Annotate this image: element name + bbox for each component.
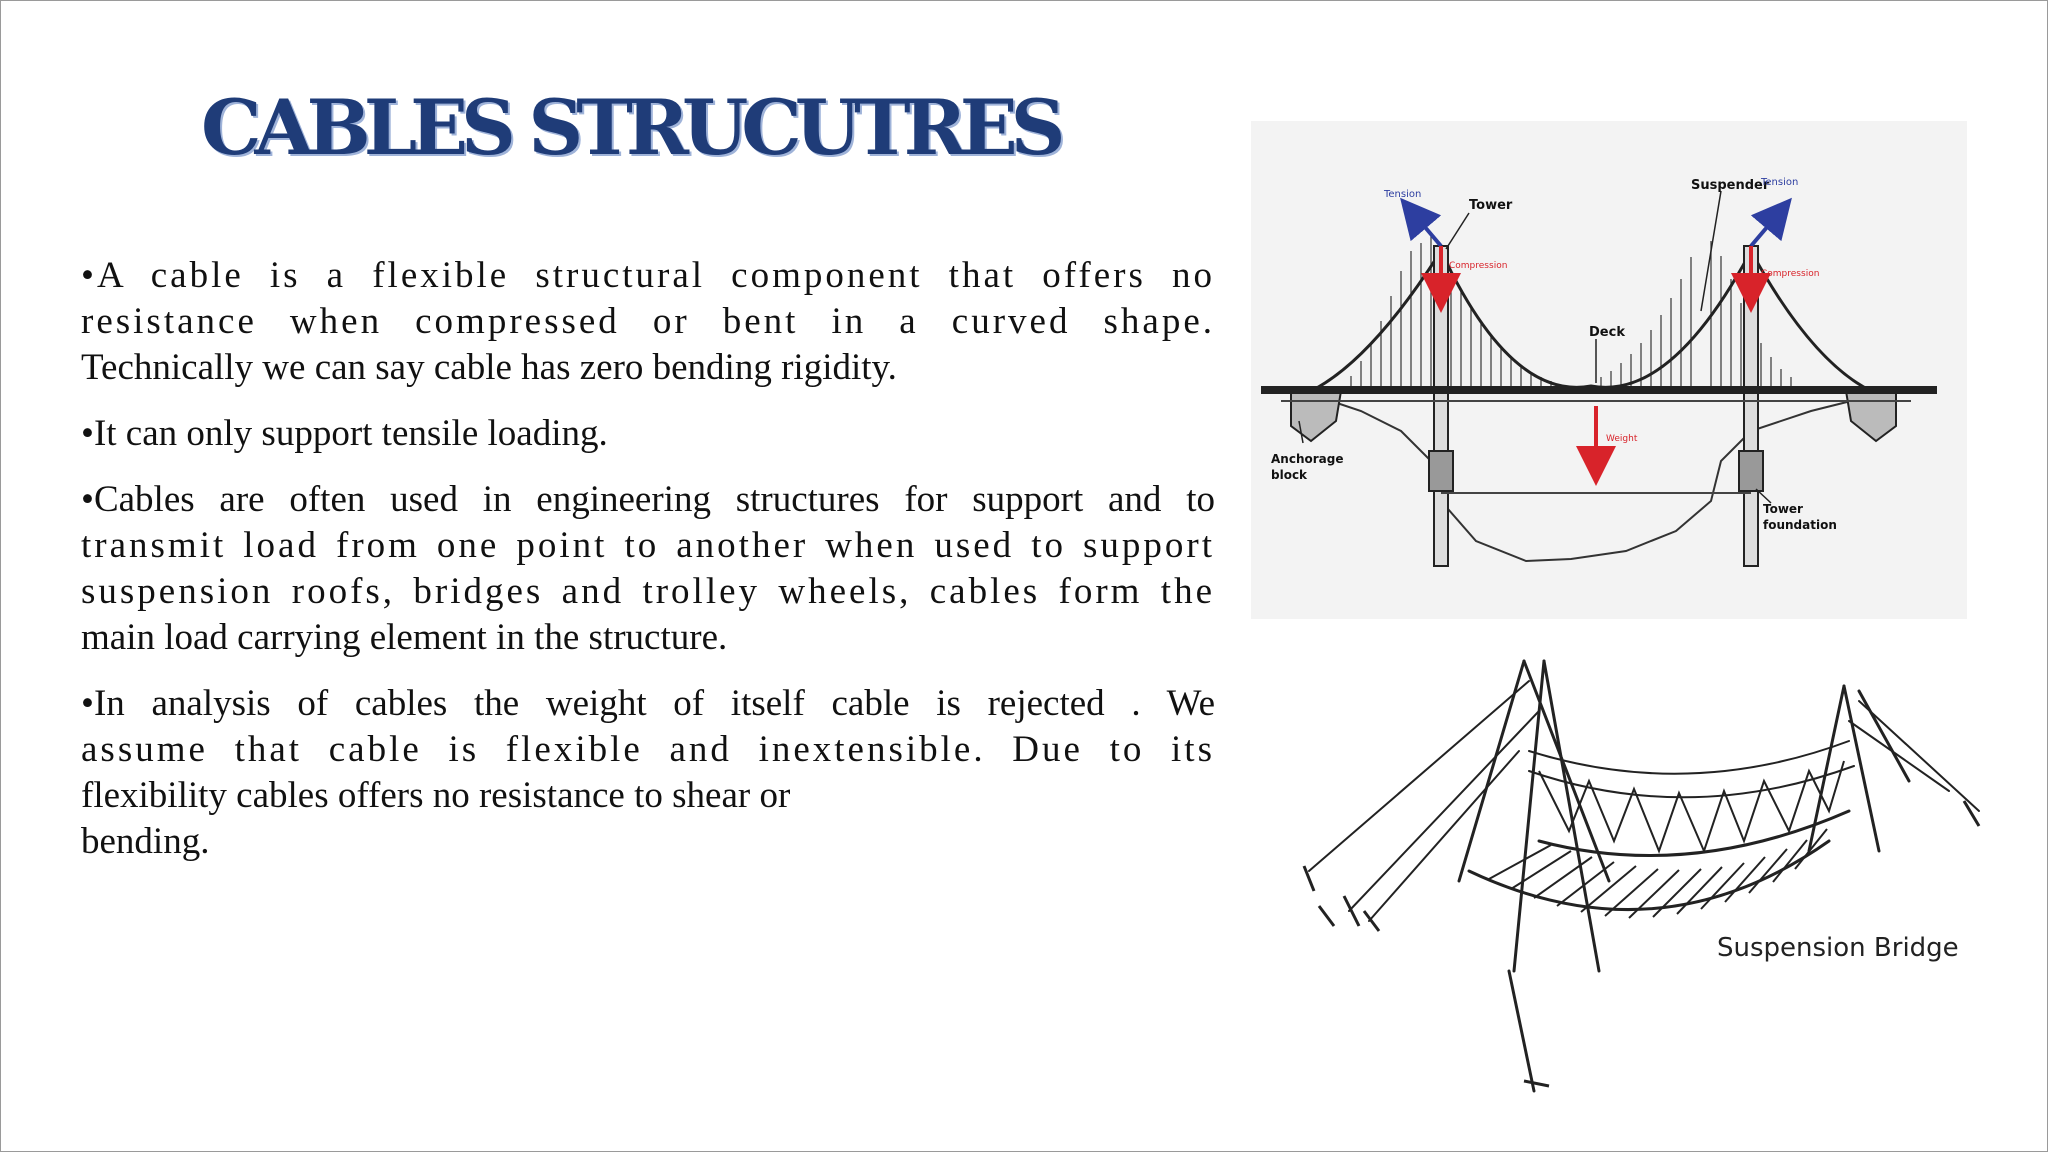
suspender-hangers bbox=[1350, 233, 1792, 386]
paragraph-line: •In analysis of cables the weight of its… bbox=[81, 683, 1215, 724]
left-tower-brace bbox=[1507, 969, 1536, 1093]
bridge-diagram-svg: Tension Tower Compression Suspender Tens… bbox=[1261, 177, 1937, 567]
left-tower bbox=[1433, 245, 1449, 567]
left-tower-foundation bbox=[1428, 450, 1454, 492]
label-anchorage-block: block bbox=[1271, 468, 1308, 482]
label-tension-left: Tension bbox=[1383, 189, 1421, 200]
right-tower-leg bbox=[1857, 689, 1911, 783]
paragraph-line: bending. bbox=[81, 821, 210, 862]
slide-title: CABLES STRUCUTRES bbox=[201, 83, 1066, 172]
right-anchorage-block bbox=[1844, 390, 1897, 443]
label-tower-foundation: Tower bbox=[1763, 502, 1803, 516]
bullet-paragraph: •Cables are often used in engineering st… bbox=[81, 477, 1215, 661]
label-anchorage: Anchorage bbox=[1271, 452, 1343, 466]
tower-leader bbox=[1445, 212, 1470, 250]
stay-cable bbox=[1848, 720, 1950, 792]
suspender-leader bbox=[1700, 190, 1722, 312]
anchorage-leader bbox=[1298, 420, 1304, 444]
label-compression-right: Compression bbox=[1761, 269, 1819, 279]
sketch-caption: Suspension Bridge bbox=[1717, 933, 1959, 963]
bridge-sketch-svg: Suspension Bridge bbox=[1302, 659, 1981, 1093]
paragraph-line: •Cables are often used in engineering st… bbox=[81, 479, 1215, 520]
paragraph-line: resistance when compressed or bent in a … bbox=[81, 301, 1215, 342]
handrail-cable bbox=[1528, 765, 1855, 799]
bullet-paragraph: •A cable is a flexible structural compon… bbox=[81, 253, 1215, 391]
label-compression-left: Compression bbox=[1449, 261, 1507, 271]
paragraph-line: •It can only support tensile loading. bbox=[81, 413, 608, 454]
label-deck: Deck bbox=[1589, 325, 1625, 340]
tension-arrow-left bbox=[1400, 197, 1443, 248]
paragraph-line: flexibility cables offers no resistance … bbox=[81, 775, 791, 816]
paragraph-line: •A cable is a flexible structural compon… bbox=[81, 255, 1215, 296]
tension-arrow-right bbox=[1749, 197, 1792, 248]
left-anchorage-block bbox=[1290, 390, 1343, 443]
handrail-cable bbox=[1528, 740, 1850, 775]
left-tower-leg bbox=[1522, 659, 1611, 883]
paragraph-line: transmit load from one point to another … bbox=[81, 525, 1215, 566]
label-tension-right: Tension bbox=[1760, 177, 1798, 188]
deck-planks bbox=[1488, 828, 1828, 919]
bullet-paragraph: •It can only support tensile loading. bbox=[81, 411, 1215, 457]
stay-cable bbox=[1348, 710, 1540, 912]
left-tower-leg bbox=[1542, 659, 1601, 973]
foundation-leader bbox=[1755, 488, 1772, 504]
label-tower-foundation-2: foundation bbox=[1763, 518, 1837, 532]
right-tower-leg bbox=[1842, 684, 1881, 853]
paragraph-line: Technically we can say cable has zero be… bbox=[81, 347, 897, 388]
truss-zigzag bbox=[1538, 760, 1845, 854]
left-tower-leg bbox=[1512, 659, 1546, 973]
ground-profile bbox=[1330, 400, 1852, 563]
bridge-deck bbox=[1261, 386, 1937, 394]
suspension-bridge-sketch: Suspension Bridge bbox=[1289, 641, 1989, 1111]
paragraph-line: suspension roofs, bridges and trolley wh… bbox=[81, 571, 1215, 612]
paragraph-line: main load carrying element in the struct… bbox=[81, 617, 728, 658]
stay-cable bbox=[1368, 750, 1520, 922]
slide-body: •A cable is a flexible structural compon… bbox=[81, 253, 1215, 885]
anchor-stakes bbox=[1302, 800, 1981, 1088]
bullet-paragraph: •In analysis of cables the weight of its… bbox=[81, 681, 1215, 865]
right-tower bbox=[1743, 245, 1759, 567]
suspension-bridge-diagram: Tension Tower Compression Suspender Tens… bbox=[1251, 121, 1967, 619]
stay-cable bbox=[1858, 700, 1980, 812]
deck-edge bbox=[1537, 809, 1851, 857]
right-tower-foundation bbox=[1738, 450, 1764, 492]
left-tower-leg bbox=[1457, 659, 1526, 883]
paragraph-line: assume that cable is flexible and inexte… bbox=[81, 729, 1215, 770]
label-suspender: Suspender bbox=[1691, 178, 1770, 193]
label-weight: Weight bbox=[1606, 434, 1638, 444]
stay-cable bbox=[1308, 680, 1530, 872]
label-tower: Tower bbox=[1469, 198, 1513, 213]
